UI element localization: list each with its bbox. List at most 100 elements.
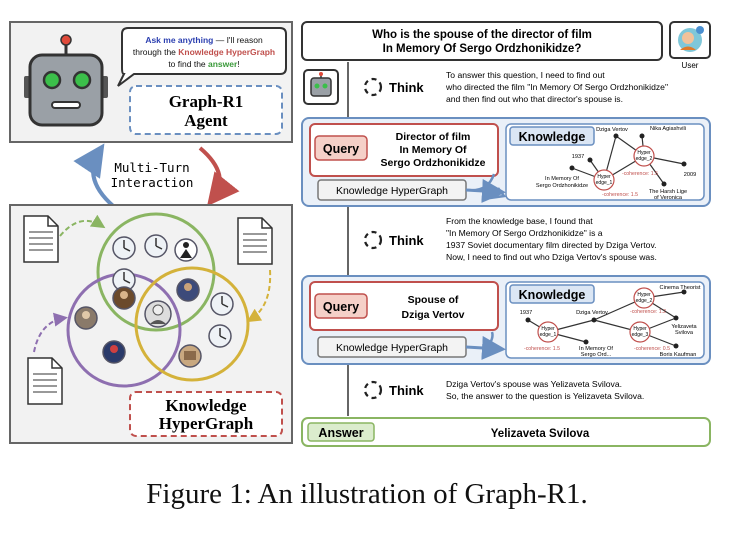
k2-he1a: Hyper [541,326,555,332]
query2-line2: Dziga Vertov [401,309,464,321]
bubble-line-2: through the Knowledge HyperGraph [133,47,275,57]
k2-coh1: -coherence: 1.5 [524,346,560,352]
k2-he3b: edge_3 [632,332,649,338]
k1-film: In Memory Of [545,176,579,182]
hyperedge-node [633,287,655,309]
hyperedge-node [629,321,651,343]
bubble-line-3: to find the answer! [168,59,239,69]
agent-small-icon [303,69,339,105]
think2-line4: Now, I need to find out who Dziga Vertov… [446,252,657,262]
k2-boris: Boris Kaufman [660,352,697,358]
k1-he1a: Hyper [597,174,611,180]
bubble-line-1: Ask me anything — I'll reason [145,35,263,45]
knowledge-label-2: Knowledge [519,288,586,302]
hyperedge-node [593,169,615,191]
agent-title-box [129,85,283,135]
think3-line2: So, the answer to the question is Yeliza… [446,391,644,401]
hypergraph-panel: Knowledge HyperGraph [9,204,293,444]
query1-line3: Sergo Ordzhonikidze [380,157,485,169]
k2-yeliz2: Svilova [675,330,694,336]
photo-node-icon [178,344,202,368]
think2-line3: 1937 Soviet documentary film directed by… [446,240,657,250]
agent-panel: Ask me anything — I'll reason through th… [9,21,293,143]
think2-line2: "In Memory Of Sergo Ordzhonikidze" is a [446,228,603,238]
figure-caption: Figure 1: An illustration of Graph-R1. [146,478,588,510]
k1-dziga: Dziga Vertov [596,127,628,133]
agent-title-line2: Agent [184,111,228,130]
k1-film2: Sergo Ordzhonikidze [536,183,588,189]
k2-film2: Sergo Ord... [581,352,612,358]
k1-y2009: 2009 [684,172,696,178]
photo-node-icon [112,286,136,310]
hyperedge-node [537,321,559,343]
retrieval-block-2: Query Spouse of Dziga Vertov Knowledge H… [301,275,711,365]
k2-cinema: Cinema Theorist [660,285,701,291]
document-icon [23,215,59,263]
loading-spinner-icon [363,380,383,400]
hypergraph-title-line2: HyperGraph [159,414,254,433]
think1-line2: who directed the film "In Memory Of Serg… [445,82,668,92]
clock-icon [208,324,232,348]
query-label-1: Query [323,142,359,156]
hypergraph-title-box [129,391,283,437]
k2-yeliz: Yelizaveta [671,324,697,330]
question-line1: Who is the spouse of the director of fil… [372,29,592,41]
k1-he2b: edge_2 [636,156,653,162]
k1-he1b: edge_1 [596,180,613,186]
query-label-2: Query [323,300,359,314]
clock-icon [112,236,136,260]
think3-line1: Dziga Vertov's spouse was Yelizaveta Svi… [446,379,622,389]
k2-film: In Memory Of [579,346,613,352]
document-icon [237,217,273,265]
k2-dziga: Dziga Vertov [576,310,608,316]
question-line2: In Memory Of Sergo Ordzhonikidze? [383,43,582,55]
knowledge-label-1: Knowledge [519,130,586,144]
k2-coh2: -coherence: 1.2 [630,309,666,315]
robot-icon [24,34,108,127]
k2-y1937: 1937 [520,310,532,316]
think1-line3: and then find out who that director's sp… [446,94,623,104]
think-label-3: Think [389,383,424,398]
k1-he2a: Hyper [637,150,651,156]
agent-speech-bubble [117,27,287,87]
user-avatar-icon [669,21,711,59]
query2-line1: Spouse of [408,294,459,306]
clock-icon [144,234,168,258]
question-box [301,21,663,61]
retrieval-block-1: Query Director of film In Memory Of Serg… [301,117,711,207]
loading-spinner-icon [363,77,383,97]
hypergraph-title-line1: Knowledge [165,396,247,415]
query1-line2: In Memory Of [399,144,467,156]
k2-coh3: -coherence: 0.5 [634,346,670,352]
k1-coh1: -coherence: 1.5 [602,192,638,198]
answer-text: Yelizaveta Svilova [491,428,590,440]
query1-line1: Director of film [396,131,471,143]
photo-node-icon [176,278,200,302]
photo-node-icon [102,340,126,364]
k2-he1b: edge_1 [540,332,557,338]
k2-he2b: edge_2 [636,298,653,304]
k2-he2a: Hyper [637,292,651,298]
interaction-line1: Multi-Turn [114,160,189,175]
user-label: User [682,61,699,70]
portrait-node-icon [144,300,172,328]
k1-nika: Nika Agiashvili [650,126,686,132]
loading-spinner-icon [363,230,383,250]
document-icon [27,357,63,405]
k1-coh2: -coherence: 1.5 [622,171,658,177]
clock-icon [112,268,136,292]
interaction-line2: Interaction [111,175,194,190]
answer-label: Answer [318,426,363,440]
person-reading-icon [174,238,198,262]
photo-node-icon [74,306,98,330]
k1-harsh: The Harsh Lige [649,189,687,195]
agent-title-line1: Graph-R1 [169,92,244,111]
kh-button-1-label: Knowledge HyperGraph [336,185,448,197]
k2-he3a: Hyper [633,326,647,332]
hyperedge-circle-gold [134,266,250,382]
clock-icon [210,292,234,316]
hyperedge-node [633,145,655,167]
think1-line1: To answer this question, I need to find … [446,70,605,80]
answer-row: Answer Yelizaveta Svilova [301,417,711,447]
